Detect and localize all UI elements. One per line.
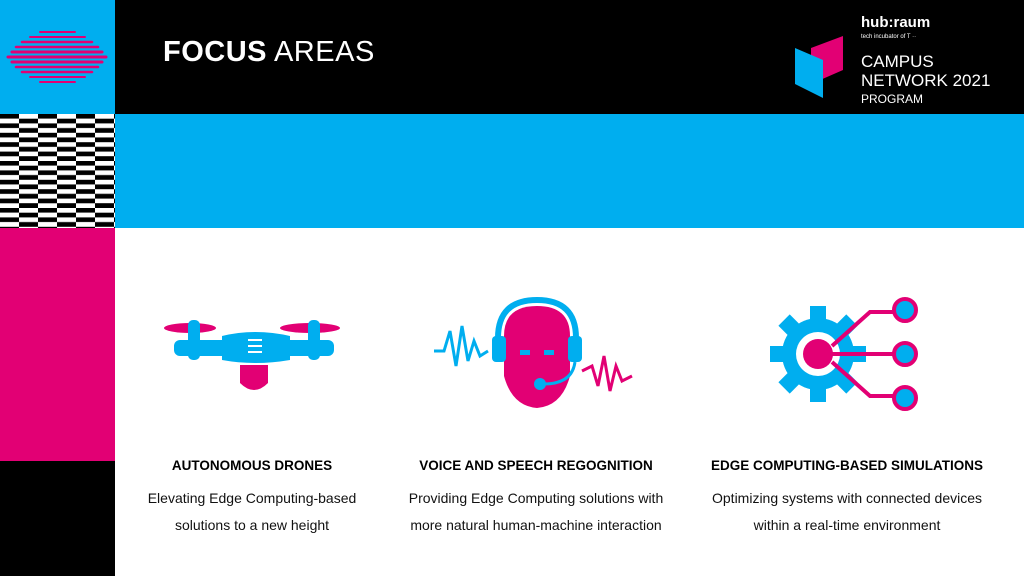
category-edge-simulations: EDGE COMPUTING-BASED SIMULATIONS Optimiz… <box>710 458 983 533</box>
voice-headset-icon <box>434 296 633 408</box>
category-autonomous-drones: AUTONOMOUS DRONES Elevating Edge Computi… <box>147 458 357 533</box>
category-voice-speech: VOICE AND SPEECH REGOGNITION Providing E… <box>408 458 664 533</box>
header: FOCUS AREAS hub:raum tech incubator of T… <box>115 0 1024 114</box>
gear-network-icon <box>770 297 918 411</box>
magenta-block <box>0 228 115 461</box>
banner: WE’RE LOOKING FOR APPLICATIONS IN ONE OF… <box>115 114 1024 297</box>
logo-mark-icon <box>795 36 843 98</box>
eye-stripes-graphic <box>0 0 115 114</box>
drone-icon <box>164 320 340 390</box>
checker-pattern <box>0 114 115 228</box>
eye-icon <box>6 31 108 83</box>
page-title: FOCUS AREAS <box>163 36 375 68</box>
banner-text: WE’RE LOOKING FOR APPLICATIONS IN ONE OF… <box>163 272 912 297</box>
black-block <box>0 461 115 576</box>
campus-network-logo: hub:raum tech incubator of T ·· CAMPUS N… <box>795 14 1024 106</box>
